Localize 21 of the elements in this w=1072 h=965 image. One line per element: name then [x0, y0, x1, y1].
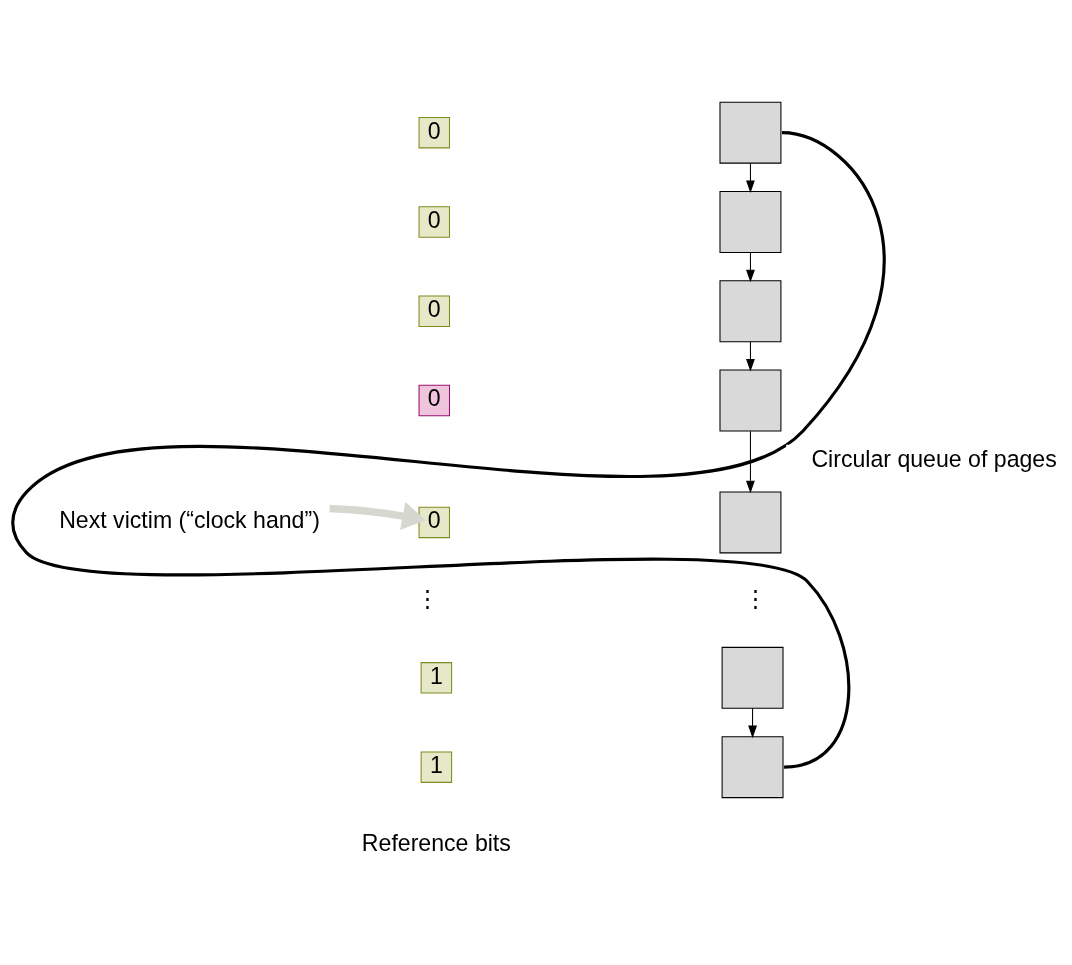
node-box: 0 [418, 384, 450, 416]
node-box [719, 490, 782, 553]
label: ⋮ [744, 584, 768, 611]
label: Reference bits [361, 829, 511, 856]
node-box: 1 [420, 750, 453, 783]
node-text: Next victim (“clock hand”) [59, 506, 320, 533]
node-box [719, 190, 782, 253]
connector [12, 130, 886, 769]
node-box [721, 735, 784, 798]
node-box: 0 [418, 295, 450, 327]
node-box: 0 [418, 116, 450, 148]
node-box [721, 646, 784, 709]
node-box: 1 [420, 661, 453, 694]
node-box [719, 101, 782, 164]
edge-label: Circular queue of pages [811, 445, 1057, 472]
node-box: 0 [418, 506, 450, 538]
node-box: 0 [418, 205, 450, 238]
node-box [719, 279, 782, 342]
arrow [746, 430, 755, 493]
label: ⋮ [416, 584, 440, 611]
node-box [719, 369, 782, 432]
